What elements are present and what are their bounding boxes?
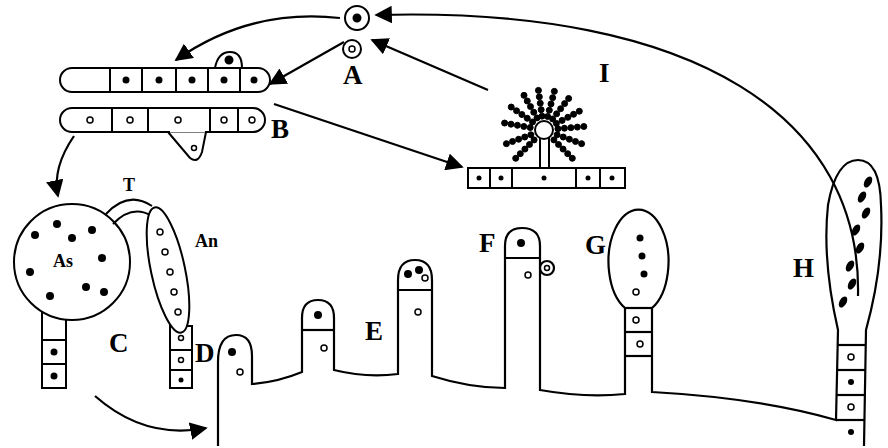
part-letter: G: [584, 232, 607, 259]
spores: [343, 6, 369, 58]
cycle-arrow: [376, 15, 858, 296]
conidiophore: [468, 87, 625, 188]
nuclei: [228, 175, 874, 435]
part-letter: T: [122, 176, 136, 194]
part-letter: An: [194, 232, 219, 250]
cycle-arrow: [270, 42, 344, 84]
cycle-arrow: [372, 40, 488, 90]
part-letter: As: [52, 252, 74, 270]
ascus-development: [218, 160, 881, 446]
part-letter: F: [478, 230, 497, 257]
part-letter: C: [108, 330, 130, 357]
part-letter: D: [194, 340, 216, 367]
sex-organs: [14, 200, 198, 388]
part-letter: H: [792, 255, 815, 282]
part-letter: I: [598, 60, 611, 87]
cycle-arrow: [57, 136, 74, 196]
cycle-arrow: [95, 396, 206, 431]
hyphae: [60, 52, 270, 160]
part-letter: A: [342, 62, 364, 89]
cycle-arrow: [176, 16, 340, 60]
part-letter: B: [270, 116, 290, 143]
part-letter: E: [364, 318, 384, 345]
cycle-arrow: [274, 104, 462, 167]
